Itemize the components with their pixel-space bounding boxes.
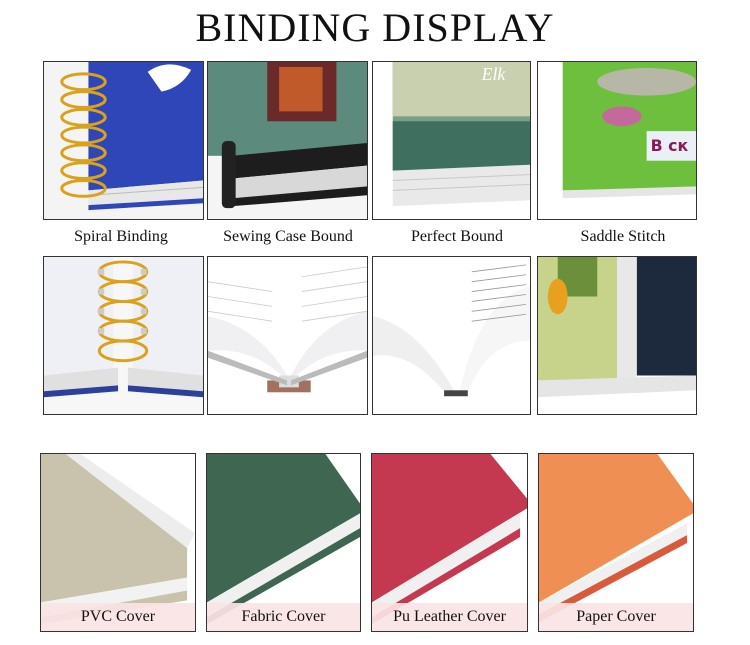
sewing-case-bound-photo <box>207 61 368 220</box>
spiral-binding-photo <box>43 61 204 220</box>
pu-leather-cover-photo: Pu Leather Cover <box>371 453 528 632</box>
binding-label-spiral: Spiral Binding <box>74 228 168 245</box>
page-title: BINDING DISPLAY <box>195 5 555 50</box>
sewing-case-open-photo <box>207 256 368 415</box>
cover-label-paper: Paper Cover <box>539 603 693 631</box>
perfect-bound-cover-title: Elk <box>481 64 507 84</box>
fabric-cover-photo: Fabric Cover <box>206 453 361 632</box>
binding-label-perfect-bound: Perfect Bound <box>411 228 503 245</box>
cover-label-fabric: Fabric Cover <box>207 603 360 631</box>
spiral-open-photo <box>43 256 204 415</box>
perfect-bound-open-photo <box>372 256 531 415</box>
paper-cover-photo: Paper Cover <box>538 453 694 632</box>
perfect-bound-photo: Elk <box>372 61 531 220</box>
binding-label-sewing-case-bound: Sewing Case Bound <box>223 228 353 245</box>
cover-label-pu-leather: Pu Leather Cover <box>372 603 527 631</box>
saddle-stitch-cover-text: В ск <box>651 136 689 155</box>
pvc-cover-photo: PVC Cover <box>40 453 196 632</box>
cover-label-pvc: PVC Cover <box>41 603 195 631</box>
saddle-stitch-photo: В ск <box>537 61 697 220</box>
saddle-stitch-open-photo <box>537 256 697 415</box>
binding-label-saddle-stitch: Saddle Stitch <box>580 228 666 245</box>
